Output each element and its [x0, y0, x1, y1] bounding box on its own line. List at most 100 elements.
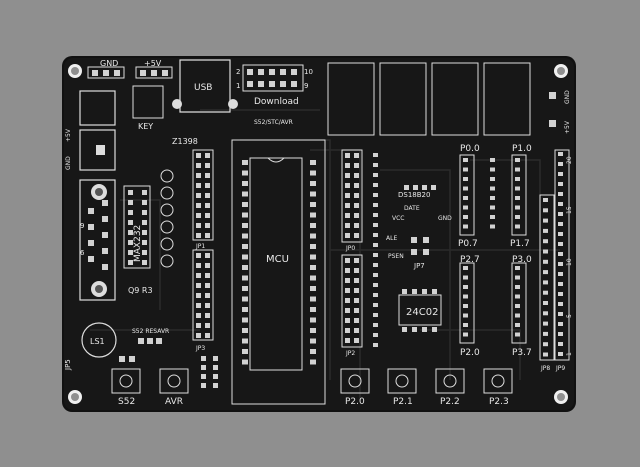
pad: [88, 240, 94, 246]
pad: [242, 317, 248, 323]
pad: [242, 254, 248, 260]
pad: [354, 173, 359, 178]
pad: [280, 69, 286, 75]
pad: [373, 323, 378, 327]
pad: [345, 193, 350, 198]
pad: [142, 260, 147, 265]
pad: [422, 327, 427, 332]
plus5v-right-label: +5V: [564, 120, 571, 134]
pad: [213, 356, 218, 361]
pad: [373, 253, 378, 257]
pad: [354, 163, 359, 168]
key-footprint: [132, 85, 164, 119]
pad: [103, 70, 109, 76]
gnd-left-label: GND: [65, 156, 72, 170]
jp5-label: JP5: [64, 359, 72, 371]
pad: [242, 265, 248, 270]
download-pin-1: 1: [236, 82, 240, 90]
pad: [373, 313, 378, 317]
pad: [196, 303, 201, 308]
download-pin-2: 2: [236, 68, 240, 76]
pad: [463, 205, 468, 210]
pad: [345, 308, 350, 313]
db9-footprint: [79, 179, 116, 301]
pad: [310, 349, 316, 354]
pad: [543, 259, 548, 264]
max232-footprint: [123, 185, 151, 269]
mcu-label: MCU: [266, 254, 289, 265]
power-header-top: [87, 66, 173, 79]
pad: [242, 233, 248, 239]
capacitor-footprints: [160, 169, 174, 268]
pad: [543, 352, 548, 357]
pad: [558, 182, 563, 186]
port-headers: [459, 149, 570, 361]
pad: [515, 158, 520, 162]
pad: [128, 240, 133, 245]
gnd-right-label: GND: [564, 90, 571, 104]
pad: [345, 258, 350, 263]
pad: [423, 237, 429, 243]
plus5v-left-label: +5V: [65, 128, 72, 142]
pad: [373, 223, 378, 227]
pad: [558, 262, 563, 266]
pad: [119, 356, 125, 362]
pad: [515, 266, 520, 270]
pad: [138, 338, 144, 344]
pad: [345, 213, 350, 218]
pad: [310, 317, 316, 323]
pad: [543, 342, 548, 347]
p00-label: P0.0: [460, 144, 480, 154]
pad: [402, 327, 407, 332]
pad: [310, 170, 316, 176]
pad: [432, 289, 437, 294]
pad: [310, 296, 316, 302]
pad: [142, 230, 147, 235]
mounting-holes: [68, 64, 568, 404]
pad: [373, 343, 378, 347]
pad: [345, 288, 350, 293]
pad: [354, 203, 359, 208]
pad: [196, 283, 201, 288]
pad: [345, 223, 350, 228]
pad: [310, 244, 316, 249]
pad: [205, 273, 210, 278]
pad: [196, 273, 201, 278]
pad: [201, 383, 206, 388]
pad: [431, 185, 436, 190]
pad: [201, 365, 206, 370]
pad: [92, 70, 98, 76]
pad: [463, 275, 468, 280]
pcb-board: [62, 56, 576, 412]
pad: [373, 193, 378, 197]
pad: [196, 213, 201, 218]
pad: [422, 185, 427, 190]
pad: [242, 359, 248, 365]
pad: [354, 223, 359, 228]
pad: [205, 153, 210, 158]
eeprom-label: 24C02: [406, 307, 438, 318]
pad: [549, 92, 556, 99]
pad: [310, 275, 316, 281]
pad: [543, 239, 548, 244]
pad: [515, 205, 520, 210]
pad: [543, 208, 548, 213]
pad: [142, 250, 147, 255]
buzzer-footprint: [81, 322, 117, 358]
pad: [463, 313, 468, 318]
pad: [213, 383, 218, 388]
pad: [549, 120, 556, 127]
pad: [490, 167, 495, 172]
pad: [345, 183, 350, 188]
pad: [515, 215, 520, 219]
pad: [196, 313, 201, 318]
scale-15-label: 15: [566, 206, 573, 214]
s52-stc-avr-label: S52/STC/AVR: [254, 119, 293, 126]
pad: [128, 250, 133, 255]
pad: [558, 232, 563, 236]
pad: [205, 173, 210, 178]
pad: [558, 272, 563, 276]
pad: [242, 191, 248, 197]
pad: [463, 158, 468, 162]
pad: [129, 356, 135, 362]
